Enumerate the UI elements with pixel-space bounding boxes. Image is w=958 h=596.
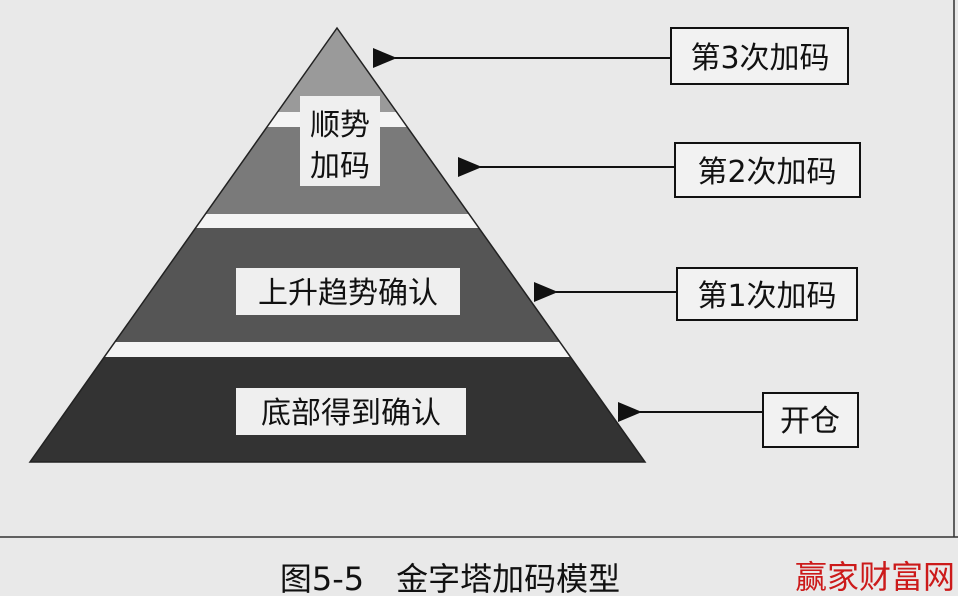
pyramid-stripe bbox=[30, 214, 645, 228]
pyramid-stripe bbox=[30, 342, 645, 357]
figure-caption: 图5-5 金字塔加码模型 bbox=[280, 560, 620, 596]
svg-text:第2次加码: 第2次加码 bbox=[697, 155, 836, 190]
svg-text:第1次加码: 第1次加码 bbox=[697, 279, 836, 314]
label-trend-add: 顺势 加码 bbox=[300, 96, 380, 186]
svg-text:底部得到确认: 底部得到确认 bbox=[261, 396, 441, 431]
step-1st-add: 第1次加码 bbox=[534, 267, 858, 321]
step-open-position: 开仓 bbox=[618, 392, 859, 448]
step-3rd-add: 第3次加码 bbox=[373, 27, 849, 85]
svg-text:加码: 加码 bbox=[310, 149, 370, 184]
step-2nd-add: 第2次加码 bbox=[458, 142, 861, 198]
svg-text:顺势: 顺势 bbox=[310, 108, 370, 143]
watermark: 赢家财富网 bbox=[795, 558, 955, 596]
label-uptrend-confirmed: 上升趋势确认 bbox=[236, 268, 460, 315]
svg-text:开仓: 开仓 bbox=[780, 404, 840, 439]
svg-text:上升趋势确认: 上升趋势确认 bbox=[258, 276, 438, 311]
svg-text:第3次加码: 第3次加码 bbox=[690, 41, 829, 76]
label-bottom-confirmed: 底部得到确认 bbox=[236, 388, 466, 435]
